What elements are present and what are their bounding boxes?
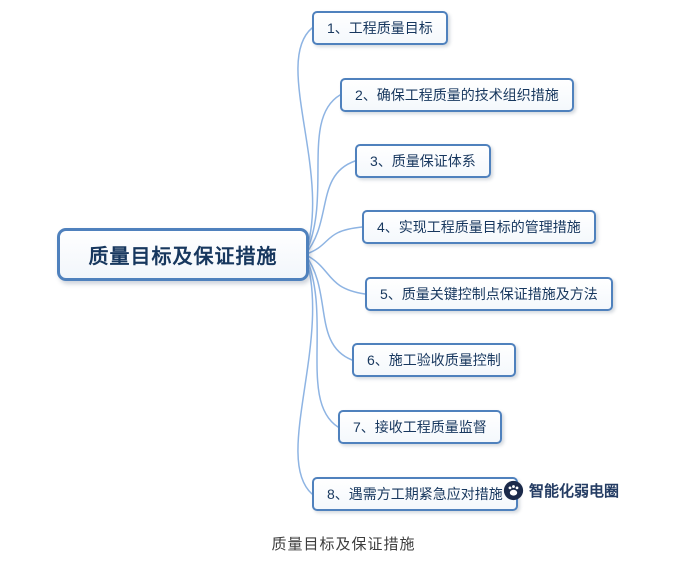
branch-node-1: 1、工程质量目标 (312, 11, 448, 46)
branch-node-label: 3、质量保证体系 (370, 153, 476, 169)
central-node: 质量目标及保证措施 (57, 228, 309, 281)
branch-node-label: 2、确保工程质量的技术组织措施 (355, 87, 559, 103)
watermark-logo-icon (503, 480, 524, 501)
branch-node-label: 4、实现工程质量目标的管理措施 (377, 219, 581, 235)
branch-node-2: 2、确保工程质量的技术组织措施 (340, 78, 574, 113)
watermark-text: 智能化弱电圈 (529, 483, 620, 500)
central-node-label: 质量目标及保证措施 (88, 246, 278, 268)
branch-node-7: 7、接收工程质量监督 (338, 410, 502, 445)
branch-node-label: 7、接收工程质量监督 (353, 419, 487, 435)
branch-node-5: 5、质量关键控制点保证措施及方法 (365, 277, 613, 312)
branch-node-4: 4、实现工程质量目标的管理措施 (362, 210, 596, 245)
branch-node-label: 1、工程质量目标 (327, 20, 433, 36)
branch-node-label: 6、施工验收质量控制 (367, 352, 501, 368)
diagram-caption: 质量目标及保证措施 (271, 536, 416, 553)
branch-node-3: 3、质量保证体系 (355, 144, 491, 179)
branch-node-label: 5、质量关键控制点保证措施及方法 (380, 286, 598, 302)
branch-node-label: 8、遇需方工期紧急应对措施 (327, 486, 503, 502)
branch-node-6: 6、施工验收质量控制 (352, 343, 516, 378)
watermark: 智能化弱电圈 (503, 480, 619, 501)
branch-node-8: 8、遇需方工期紧急应对措施 (312, 477, 518, 512)
